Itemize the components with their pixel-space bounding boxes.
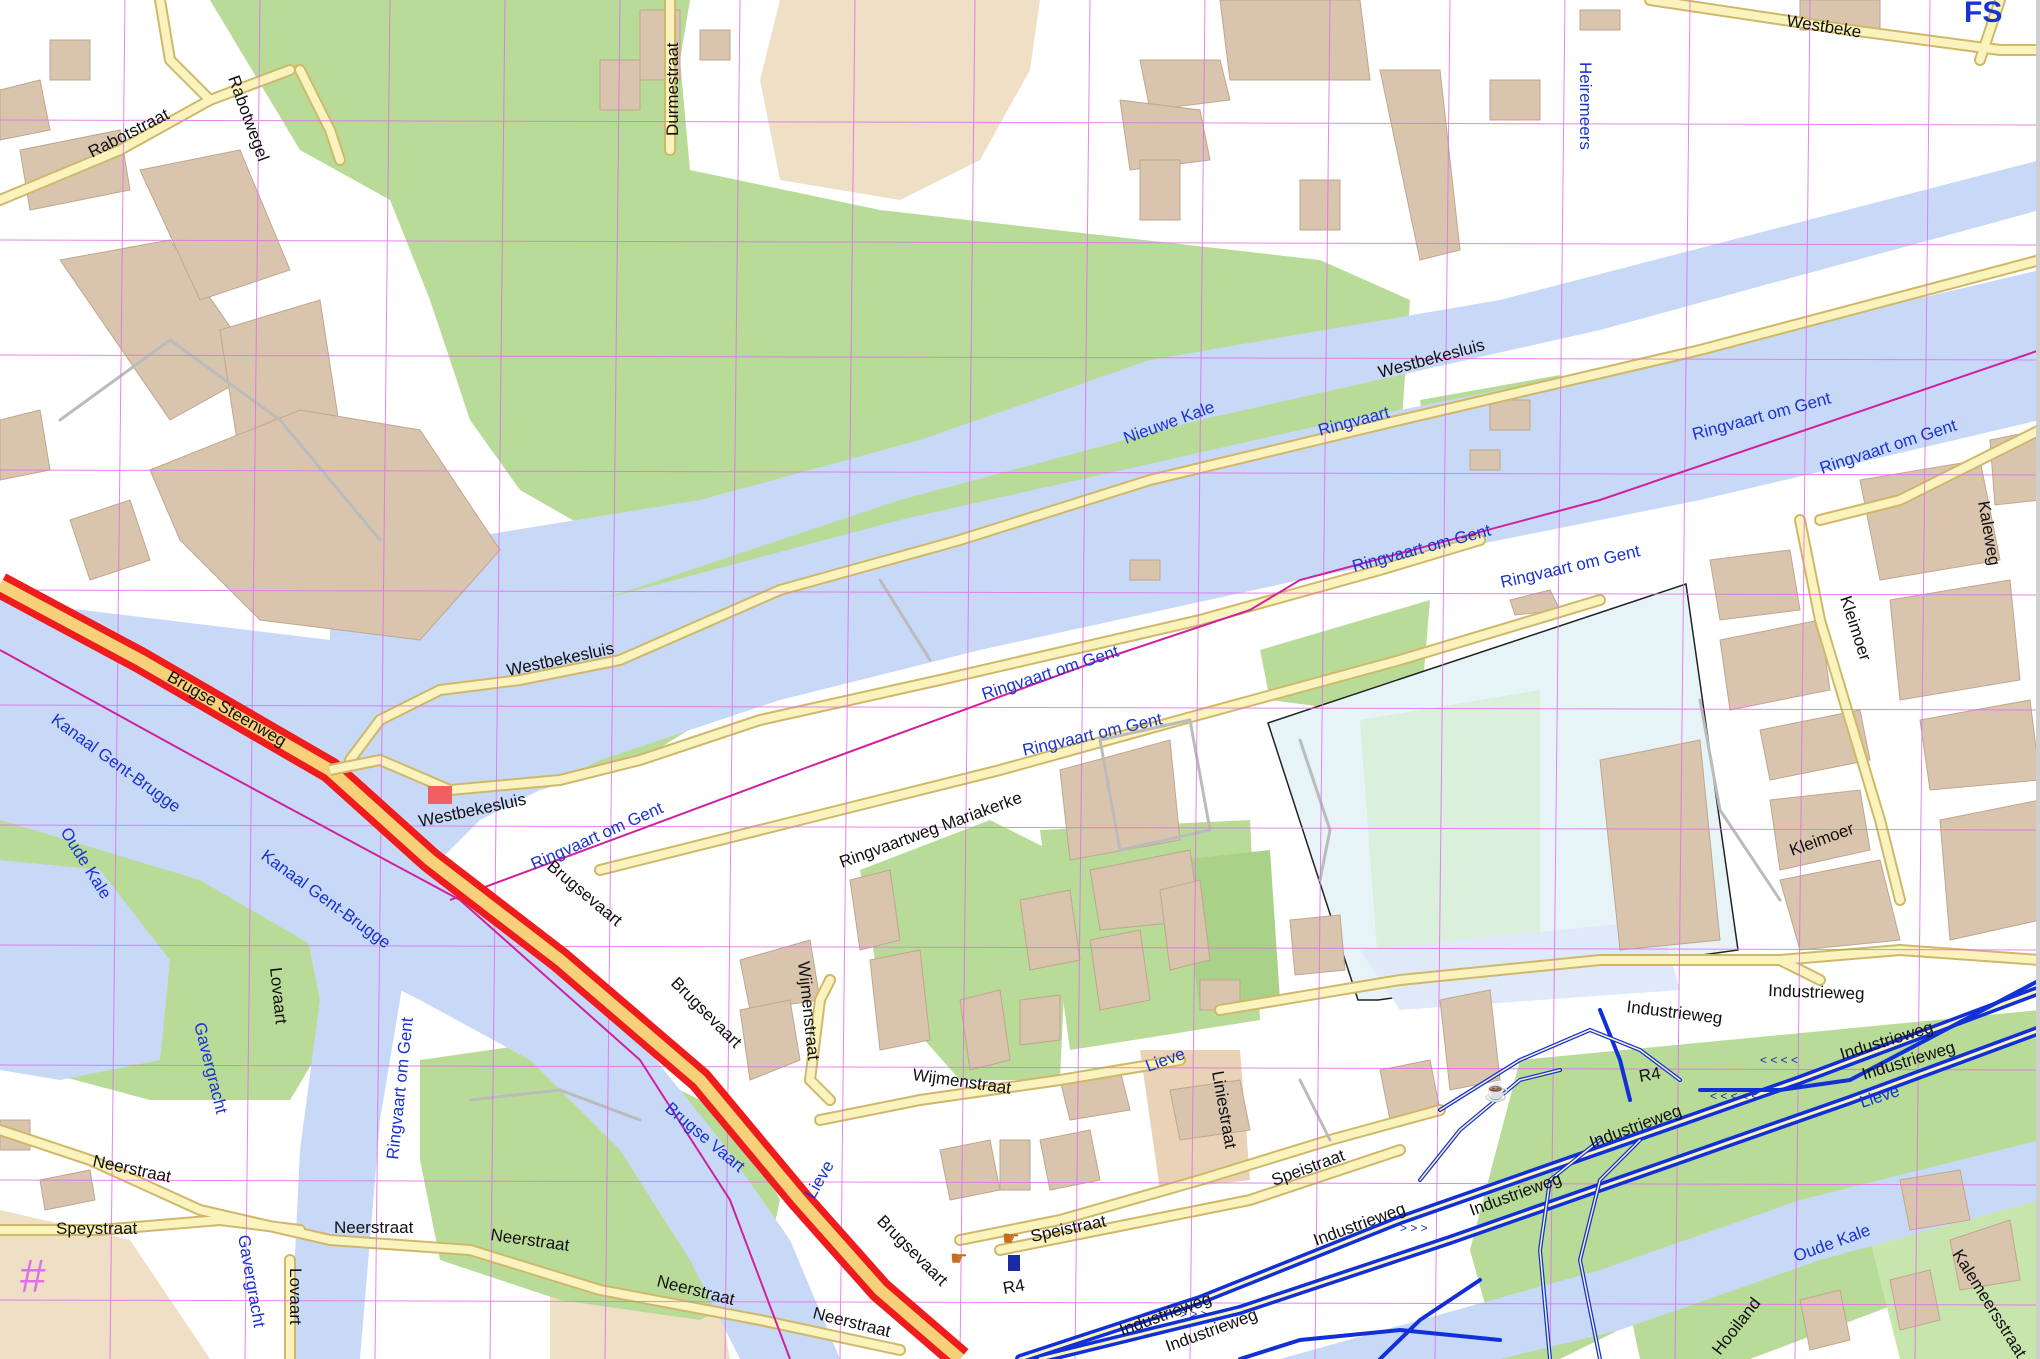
water-label-heiremeers: Heiremeers: [1576, 62, 1595, 150]
edge-route-marker: FS: [1964, 0, 2002, 29]
blue-routes: [1015, 978, 2040, 1359]
road-label-industrieweg-2: Industrieweg: [1768, 981, 1865, 1003]
coffee-cup-icon: ☕: [1484, 1079, 1509, 1103]
direction-chevrons: < < < < < < < < < > > > > > >: [1180, 1053, 1798, 1321]
svg-text:> > >: > > >: [1180, 1307, 1208, 1321]
hand-icon: ☛: [950, 1248, 968, 1270]
svg-text:> > >: > > >: [1400, 1221, 1428, 1235]
svg-text:< < < <: < < < <: [1760, 1053, 1798, 1067]
motorway: [0, 573, 969, 1359]
road-label-lovaart-2: Lovaart: [286, 1268, 305, 1325]
water-bodies: [0, 160, 2040, 1359]
parking-marker-icon: [1008, 1255, 1020, 1271]
house-marker-icon: [428, 786, 452, 804]
road-label-speystraat: Speystraat: [56, 1219, 138, 1238]
hash-mark: #: [20, 1250, 46, 1302]
road-label-durmestraat: Durmestraat: [663, 42, 682, 136]
road-label-r4-1: R4: [1637, 1063, 1662, 1085]
right-edge-bar: [2036, 0, 2040, 1359]
poi-markers: ☛ ☛ ☕ FS: [428, 0, 2040, 1359]
road-label-r4-2: R4: [1001, 1275, 1026, 1297]
svg-text:< < < < <: < < < < <: [1710, 1089, 1758, 1103]
waterway-route-lines: [0, 349, 2040, 1359]
road-label-neerstraat-2: Neerstraat: [334, 1218, 414, 1237]
hand-icon: ☛: [1002, 1228, 1020, 1250]
